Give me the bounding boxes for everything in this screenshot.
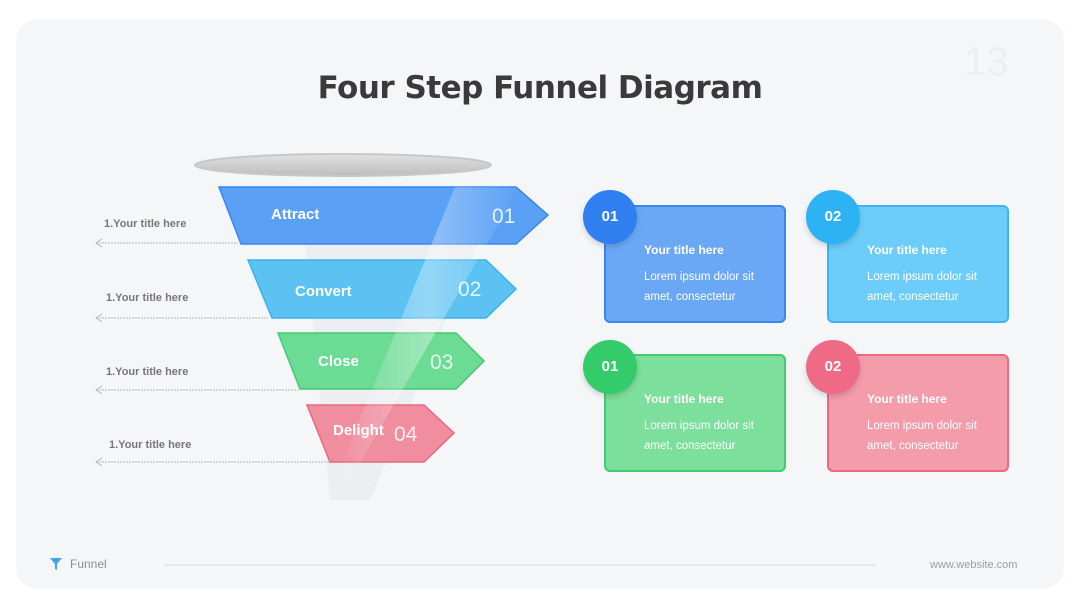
step-number-4: 04 <box>394 423 418 446</box>
card-body: Lorem ipsum dolor sit amet, consectetur <box>644 271 754 303</box>
card-badge-2: 02 <box>806 190 860 244</box>
footer-divider <box>164 564 876 566</box>
step-label-2: Convert <box>295 283 352 300</box>
step-label-1: Attract <box>271 206 319 223</box>
step-label-4: Delight <box>333 422 384 439</box>
card-body: Lorem ipsum dolor sit amet, consectetur <box>867 271 977 303</box>
info-card-2: Your title here Lorem ipsum dolor sit am… <box>827 205 1009 323</box>
card-badge-3: 01 <box>583 340 637 394</box>
card-body: Lorem ipsum dolor sit amet, consectetur <box>867 420 977 452</box>
card-title: Your title here <box>867 392 947 406</box>
step-label-3: Close <box>318 353 359 370</box>
funnel-shine <box>335 187 520 480</box>
card-body: Lorem ipsum dolor sit amet, consectetur <box>644 420 754 452</box>
card-title: Your title here <box>867 243 947 257</box>
arrow-head-1 <box>95 238 103 248</box>
left-label-2: 1.Your title here <box>106 292 189 304</box>
funnel-icon <box>50 558 62 570</box>
card-title: Your title here <box>644 243 724 257</box>
card-badge-4: 02 <box>806 340 860 394</box>
page-title: Four Step Funnel Diagram <box>317 70 763 106</box>
left-label-4: 1.Your title here <box>109 439 192 451</box>
page-number: 13 <box>964 40 1009 84</box>
step-number-1: 01 <box>492 205 515 228</box>
arrow-head-2 <box>95 313 103 323</box>
left-arrows <box>95 238 330 467</box>
left-label-1: 1.Your title here <box>104 218 187 230</box>
card-badge-1: 01 <box>583 190 637 244</box>
arrow-head-3 <box>95 385 103 395</box>
funnel-rim <box>194 153 492 177</box>
step-number-2: 02 <box>458 278 481 301</box>
card-title: Your title here <box>644 392 724 406</box>
footer-website: www.website.com <box>930 559 1018 571</box>
left-label-3: 1.Your title here <box>106 366 189 378</box>
funnel-step-4 <box>305 404 456 463</box>
step-number-3: 03 <box>430 351 453 374</box>
arrow-head-4 <box>95 457 103 467</box>
footer-label: Funnel <box>70 557 107 571</box>
